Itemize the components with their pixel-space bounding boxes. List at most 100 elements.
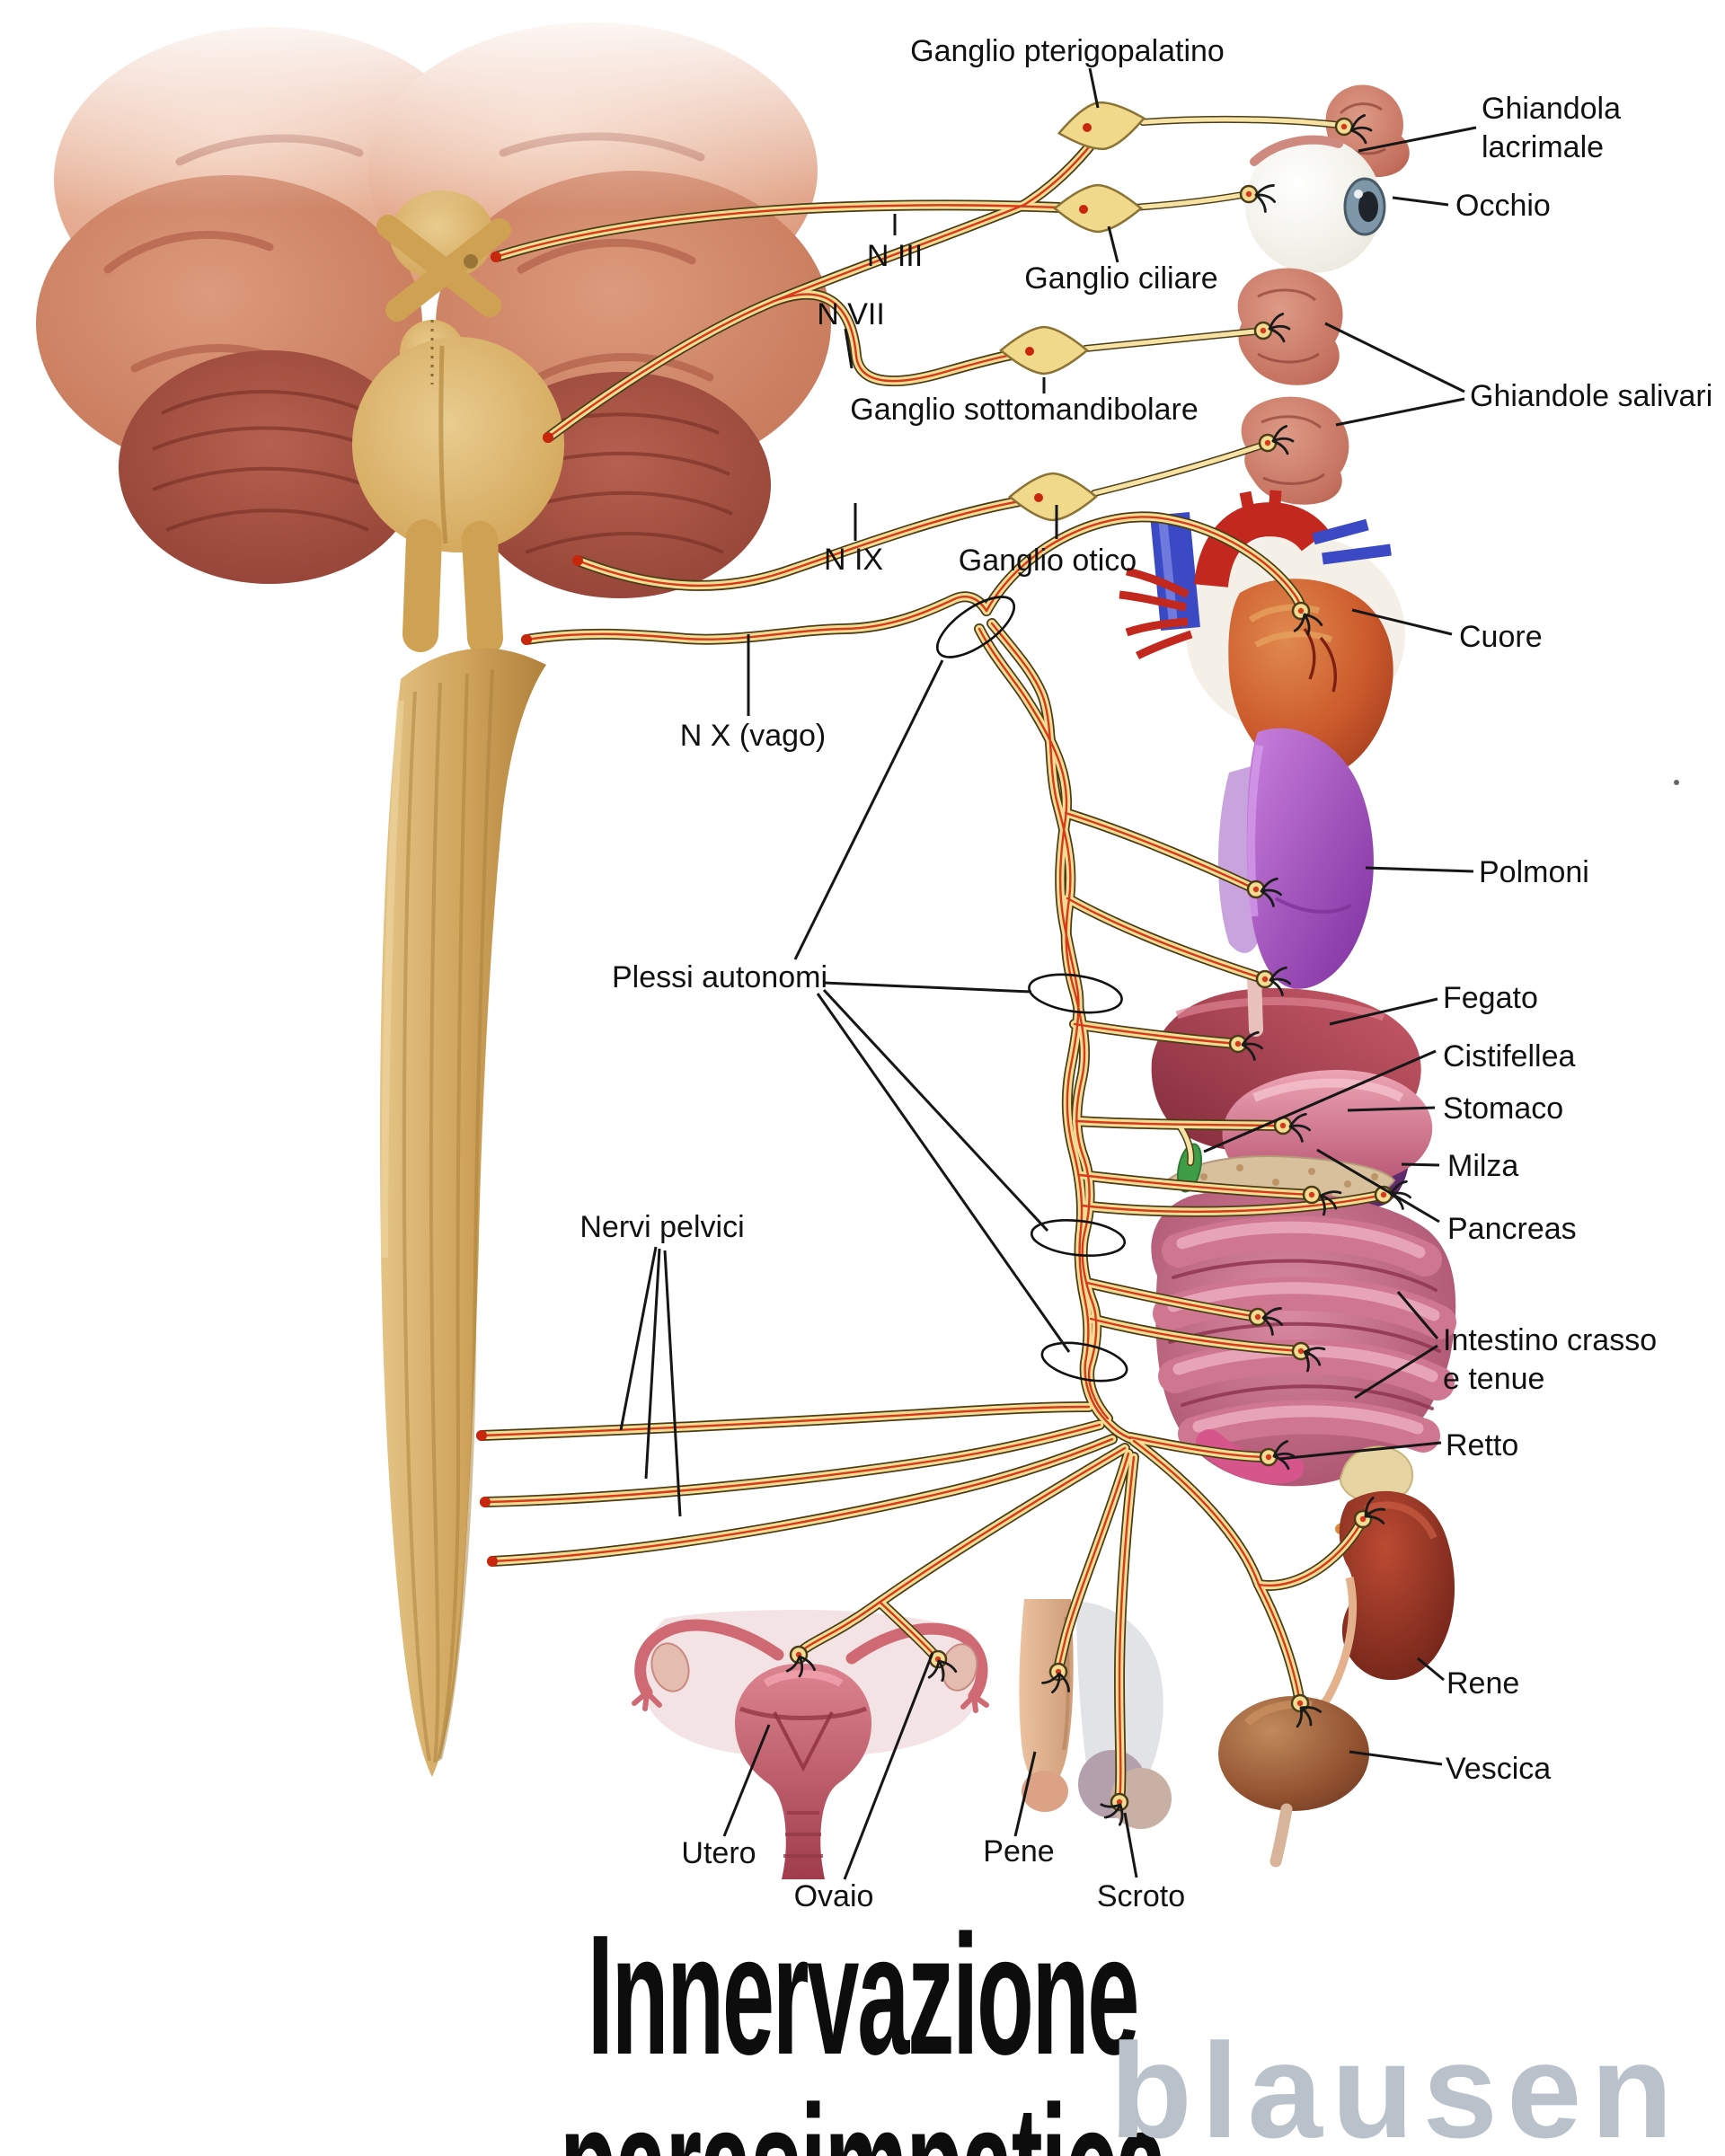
pointer-ghiandole-salivari-2	[1335, 397, 1465, 427]
uterus-group	[632, 1610, 989, 1879]
pointer-intestino-2	[1354, 1344, 1438, 1400]
label-polmoni: Polmoni	[1479, 855, 1589, 889]
pointer-cuore	[1351, 608, 1453, 636]
pointer-fegato	[1329, 997, 1438, 1026]
pointer-stomaco	[1347, 1106, 1436, 1112]
label-ghiandola-lacrimale-line2: lacrimale	[1482, 130, 1605, 164]
label-ganglio-sottomandibolare: Ganglio sottomandibolare	[850, 393, 1199, 427]
pointer-ghiandola-lacrimale	[1358, 126, 1477, 153]
uterine-cavity	[773, 1711, 834, 1772]
plexus-loop-1	[936, 596, 1015, 658]
label-milza: Milza	[1447, 1149, 1519, 1183]
label-intestino-line1: Intestino crasso	[1443, 1323, 1658, 1357]
gallbladder	[1176, 1143, 1203, 1193]
label-stomaco: Stomaco	[1443, 1091, 1564, 1126]
pointer-intestino-1	[1396, 1291, 1439, 1339]
label-ghiandole-salivari: Ghiandole salivari	[1470, 379, 1713, 413]
pulmonary-arteries	[1119, 567, 1193, 660]
label-occhio: Occhio	[1455, 189, 1551, 223]
pupil	[1358, 191, 1378, 222]
label-ganglio-otico: Ganglio otico	[958, 543, 1137, 578]
spinal-cord-ridges	[402, 668, 494, 1763]
stray-dot	[1674, 780, 1679, 785]
uterus-fundus-highlight	[763, 1670, 844, 1687]
ganglion-core-dots	[1025, 123, 1092, 502]
pointer-nervi-pelvici-3	[663, 1250, 682, 1517]
optic-chiasm	[376, 215, 511, 322]
glans	[1022, 1771, 1068, 1812]
pointer-plessi-1	[793, 659, 944, 960]
pointer-utero	[722, 1724, 771, 1837]
eye-glint	[1354, 190, 1363, 199]
label-pene: Pene	[983, 1834, 1055, 1869]
autonomic-plexus-loops	[936, 596, 1128, 1383]
pointer-milza	[1401, 1162, 1440, 1167]
plexus-loop-2	[1028, 973, 1123, 1014]
label-plessi-autonomi: Plessi autonomi	[611, 960, 828, 994]
pointer-pancreas	[1316, 1148, 1440, 1224]
plexus-loop-3	[1030, 1219, 1127, 1257]
pons-midline-groove	[438, 345, 448, 544]
pointer-polmoni	[1365, 866, 1474, 873]
pointer-lines	[619, 67, 1477, 1880]
label-nervi-pelvici: Nervi pelvici	[579, 1210, 745, 1244]
pointer-cistifellea	[1203, 1049, 1437, 1153]
pons	[352, 337, 564, 552]
urethra	[1269, 1803, 1293, 1868]
aorta	[1194, 502, 1330, 588]
label-vescica: Vescica	[1446, 1752, 1552, 1786]
nerve-origin-dots	[476, 252, 583, 1567]
kidney-highlight	[1364, 1501, 1438, 1540]
plexus-loop-4	[1040, 1341, 1128, 1383]
eye	[1245, 135, 1386, 273]
aortic-branches	[1239, 490, 1392, 565]
label-fegato: Fegato	[1443, 981, 1538, 1015]
pointer-ovaio	[843, 1652, 934, 1880]
pointer-occhio	[1392, 196, 1449, 207]
pointer-plessi-3	[822, 988, 1049, 1233]
esophagus	[1247, 970, 1263, 1037]
kidney-body	[1339, 1490, 1455, 1681]
label-n-x-vago: N X (vago)	[679, 719, 827, 753]
ovary-left	[650, 1642, 690, 1692]
spinal-cord-highlight	[381, 700, 404, 1259]
otic-ganglion	[1008, 472, 1098, 522]
svc-highlight	[1158, 517, 1178, 624]
pointer-nervi-pelvici-1	[619, 1246, 658, 1431]
label-ghiandola-lacrimale-line1: Ghiandola	[1482, 92, 1622, 126]
blausen-watermark: blausen	[1110, 2015, 1682, 2156]
adrenal-gland	[1340, 1445, 1414, 1504]
label-pancreas: Pancreas	[1447, 1212, 1577, 1246]
fallopian-tube-left	[634, 1619, 784, 1699]
lung-fissure	[1275, 897, 1352, 914]
label-cistifellea: Cistifellea	[1443, 1039, 1576, 1074]
lungs	[1218, 728, 1374, 989]
intestine-coils	[1153, 1215, 1456, 1453]
label-utero: Utero	[681, 1836, 756, 1870]
label-rene: Rene	[1446, 1666, 1520, 1701]
fallopian-tube-right	[845, 1622, 988, 1702]
label-ghiandola-lacrimale: Ghiandola lacrimale	[1482, 90, 1621, 167]
label-ganglio-pterigopalatino: Ganglio pterigopalatino	[910, 34, 1225, 68]
pointer-retto	[1278, 1441, 1442, 1461]
bladder	[1218, 1696, 1369, 1868]
uterus-waterline	[739, 1706, 867, 1720]
intestines	[1151, 1189, 1456, 1487]
label-cuore: Cuore	[1459, 620, 1543, 654]
label-retto: Retto	[1446, 1428, 1519, 1462]
pointer-ghiandole-salivari-1	[1324, 322, 1465, 393]
label-intestino-line2: e tenue	[1443, 1362, 1545, 1396]
pointer-n-vii	[844, 328, 854, 369]
pointer-plessi-2	[823, 981, 1032, 994]
pointer-nervi-pelvici-2	[644, 1248, 661, 1480]
pointer-plessi-4	[816, 993, 1071, 1353]
pointer-ganglio-ciliare	[1107, 225, 1119, 263]
salivary-gland-lower	[1241, 396, 1349, 505]
pointer-ganglio-pterigopalatino	[1088, 67, 1100, 109]
brain-top-fade	[0, 0, 1725, 211]
fimbria-right	[960, 1693, 989, 1713]
coronary-vessels	[1303, 627, 1337, 693]
superior-vena-cava	[1150, 512, 1200, 632]
